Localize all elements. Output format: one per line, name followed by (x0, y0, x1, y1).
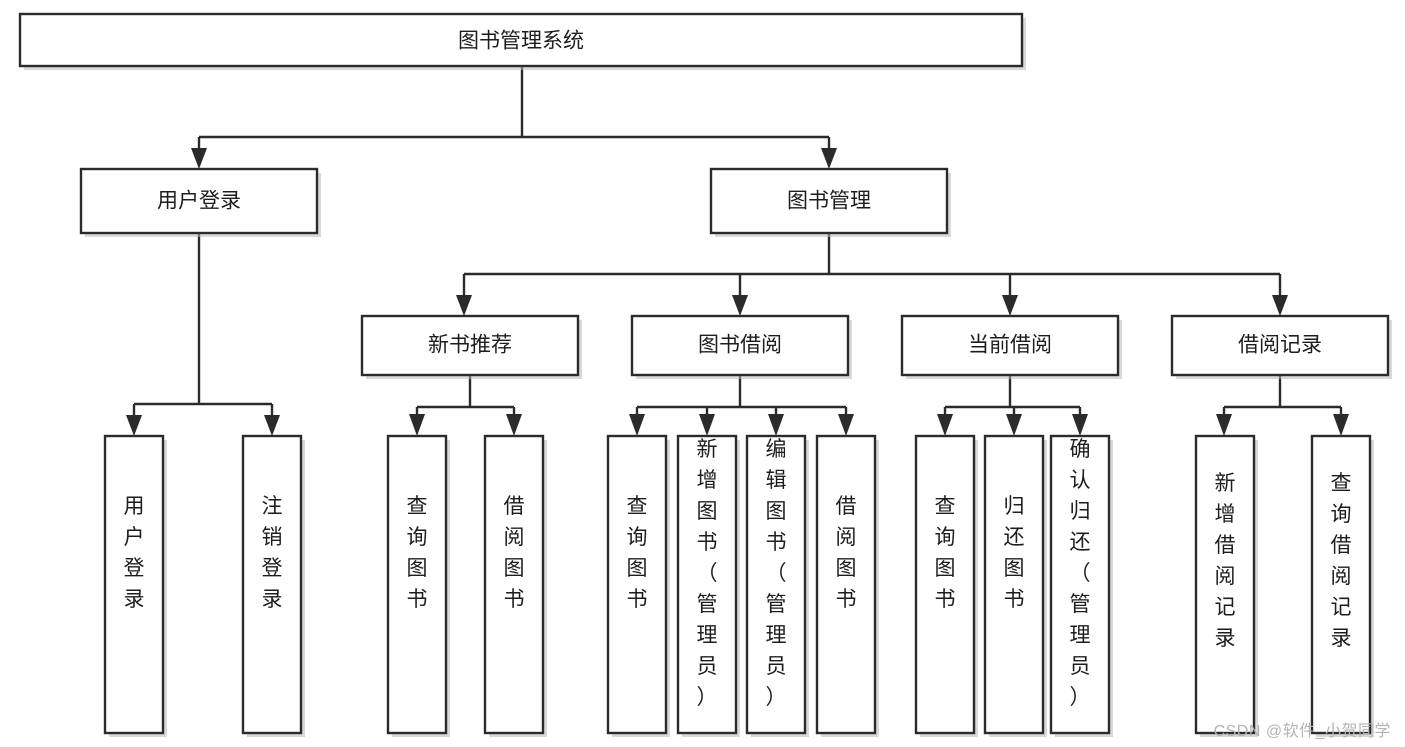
arrowhead-borrow-book-1 (506, 414, 522, 436)
leaf-query-record[interactable]: 查询借阅记录 (1310, 434, 1374, 737)
leaf-confirm-return-box[interactable] (1049, 434, 1111, 735)
leaf-confirm-return[interactable]: 确认归还（管理员） (1049, 434, 1113, 737)
node-book-borrow-label: 图书借阅 (698, 334, 782, 357)
arrowhead-edit-book (768, 414, 784, 436)
leaf-add-record-label: 新增借阅记录 (1215, 472, 1236, 650)
arrowhead-borrow-book-2 (838, 414, 854, 436)
leaf-add-book-box[interactable] (676, 434, 738, 735)
leaf-return-book-box[interactable] (983, 434, 1045, 735)
arrowhead-confirm-return (1072, 414, 1088, 436)
leaf-return-book[interactable]: 归还图书 (983, 434, 1047, 737)
node-new-book-rec-box[interactable] (360, 314, 580, 377)
leaf-add-record[interactable]: 新增借阅记录 (1194, 434, 1258, 737)
arrowhead-query-book-2 (629, 414, 645, 436)
arrowhead-add-record (1216, 414, 1232, 436)
leaf-borrow-book-2[interactable]: 借阅图书 (815, 434, 879, 737)
node-user-login[interactable]: 用户登录 (79, 167, 321, 237)
arrowhead-new-book-rec (456, 295, 472, 316)
leaf-user-login-box[interactable] (103, 434, 165, 735)
arrowhead-return-book (1006, 414, 1022, 436)
leaf-query-book-2-box[interactable] (606, 434, 668, 735)
node-root-box[interactable] (18, 12, 1024, 68)
arrowhead-query-book-1 (409, 414, 425, 436)
arrowhead-book-borrow (732, 295, 748, 316)
leaf-query-book-3-label: 查询图书 (935, 495, 956, 611)
leaf-logout-label: 注销登录 (262, 495, 283, 611)
node-borrow-record-label: 借阅记录 (1238, 334, 1322, 357)
leaf-query-book-3-box[interactable] (914, 434, 976, 735)
arrowhead-leaf-logout (264, 415, 280, 436)
leaf-add-record-box[interactable] (1194, 434, 1256, 735)
node-book-manage-box[interactable] (709, 167, 949, 235)
leaf-edit-book[interactable]: 编辑图书（管理员） (745, 434, 809, 737)
leaf-borrow-book-2-box[interactable] (815, 434, 877, 735)
arrowhead-leaf-user-login (126, 415, 142, 436)
arrowhead-user-login (191, 148, 207, 169)
arrowhead-query-record (1333, 414, 1349, 436)
leaf-query-book-1-label: 查询图书 (407, 495, 428, 611)
node-root[interactable]: 图书管理系统 (18, 12, 1026, 70)
leaf-return-book-label: 归还图书 (1004, 495, 1025, 611)
leaf-add-book[interactable]: 新增图书（管理员） (676, 434, 740, 737)
node-root-label: 图书管理系统 (458, 30, 584, 53)
arrowhead-current-borrow (1002, 295, 1018, 316)
node-book-manage-label: 图书管理 (787, 190, 871, 213)
node-current-borrow-box[interactable] (900, 314, 1120, 377)
arrowhead-book-manage (821, 148, 837, 169)
leaf-query-book-2-label: 查询图书 (627, 495, 648, 611)
leaf-borrow-book-1-label: 借阅图书 (504, 495, 525, 611)
leaf-query-record-label: 查询借阅记录 (1331, 472, 1352, 650)
node-user-login-label: 用户登录 (157, 190, 241, 213)
leaf-borrow-book-1[interactable]: 借阅图书 (483, 434, 547, 737)
leaf-user-login[interactable]: 用户登录 (103, 434, 167, 737)
leaf-edit-book-label: 编辑图书（管理员） (766, 438, 787, 709)
leaf-user-login-label: 用户登录 (124, 495, 145, 611)
node-book-borrow-box[interactable] (630, 314, 850, 377)
leaf-borrow-book-2-label: 借阅图书 (836, 495, 857, 611)
node-book-borrow[interactable]: 图书借阅 (630, 314, 852, 379)
leaf-add-book-label: 新增图书（管理员） (697, 438, 718, 709)
node-new-book-rec[interactable]: 新书推荐 (360, 314, 582, 379)
node-user-login-box[interactable] (79, 167, 319, 235)
leaf-borrow-book-1-box[interactable] (483, 434, 545, 735)
arrowhead-borrow-record (1272, 295, 1288, 316)
arrowhead-add-book (699, 414, 715, 436)
node-current-borrow[interactable]: 当前借阅 (900, 314, 1122, 379)
node-new-book-rec-label: 新书推荐 (428, 334, 512, 357)
leaf-logout[interactable]: 注销登录 (241, 434, 305, 737)
node-borrow-record-box[interactable] (1170, 314, 1390, 377)
node-book-manage[interactable]: 图书管理 (709, 167, 951, 237)
leaf-query-record-box[interactable] (1310, 434, 1372, 735)
leaf-query-book-1[interactable]: 查询图书 (386, 434, 450, 737)
arrowhead-query-book-3 (937, 414, 953, 436)
leaf-query-book-3[interactable]: 查询图书 (914, 434, 978, 737)
leaf-edit-book-box[interactable] (745, 434, 807, 735)
leaf-query-book-2[interactable]: 查询图书 (606, 434, 670, 737)
node-current-borrow-label: 当前借阅 (968, 334, 1052, 357)
leaf-confirm-return-label: 确认归还（管理员） (1070, 438, 1091, 709)
node-borrow-record[interactable]: 借阅记录 (1170, 314, 1392, 379)
leaf-logout-box[interactable] (241, 434, 303, 735)
connector-layer (126, 66, 1349, 436)
leaf-query-book-1-box[interactable] (386, 434, 448, 735)
